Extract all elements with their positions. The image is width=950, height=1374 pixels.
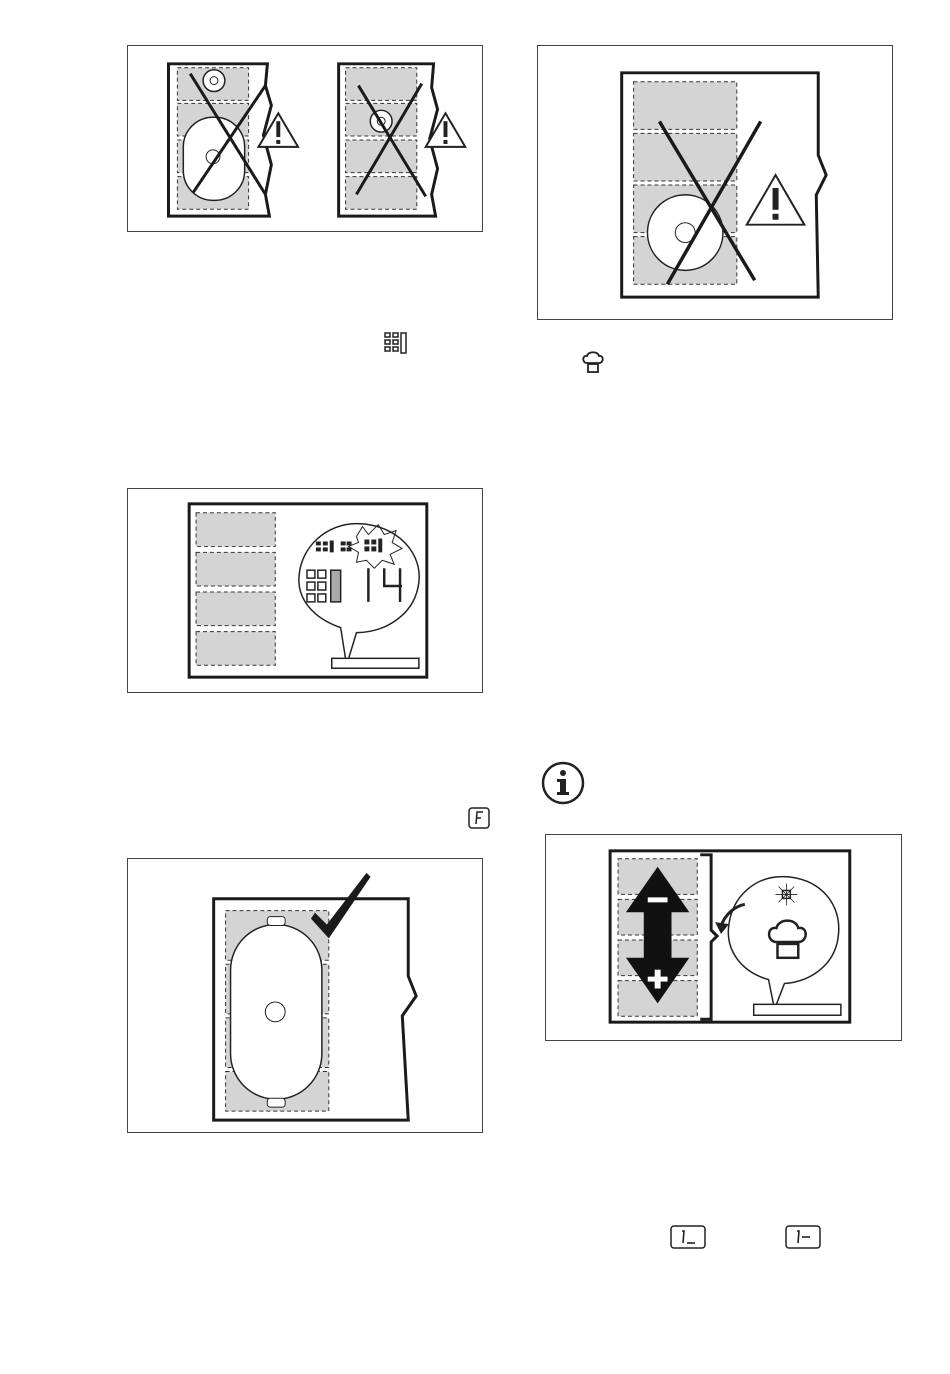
level-low-icon xyxy=(670,1225,706,1249)
figure-correct-placement-drawing xyxy=(128,859,482,1132)
function-f-icon xyxy=(468,807,490,829)
bridge-zone-icon xyxy=(384,332,408,356)
level-high-icon xyxy=(785,1225,821,1249)
figure-wrong-placement-left xyxy=(127,45,483,232)
figure-wrong-placement-right-drawing xyxy=(538,46,892,319)
figure-power-adjust xyxy=(545,834,902,1041)
figure-power-adjust-drawing xyxy=(546,835,901,1040)
figure-display-zone-drawing xyxy=(128,489,482,692)
chef-hat-icon xyxy=(582,351,604,375)
figure-display-zone xyxy=(127,488,483,693)
figure-wrong-placement-left-drawing xyxy=(128,46,482,231)
figure-wrong-placement-right xyxy=(537,45,893,320)
figure-correct-placement xyxy=(127,858,483,1133)
info-icon xyxy=(541,761,585,805)
